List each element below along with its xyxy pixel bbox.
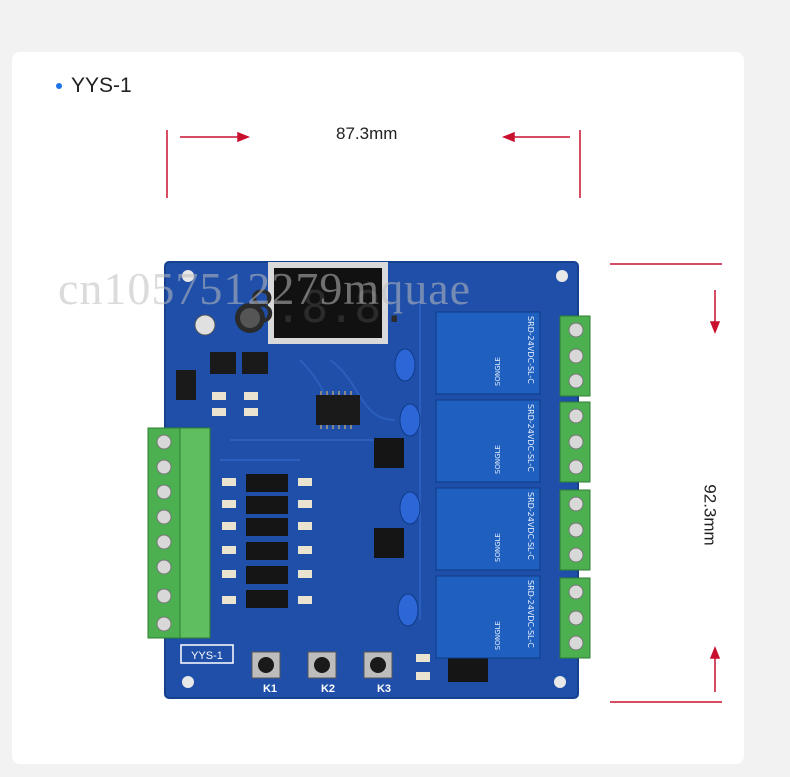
varistor-icon (397, 593, 419, 627)
relay-3 (435, 487, 541, 571)
relay-4-brand: SONGLE (494, 621, 502, 650)
button-k2-label: K2 (321, 683, 335, 695)
microcontroller-icon (316, 395, 360, 425)
button-k3-label: K3 (377, 683, 391, 695)
relay-3-brand: SONGLE (494, 533, 502, 562)
varistor-icon (399, 403, 421, 437)
relay-3-model: SRD-24VDC-SL-C (526, 492, 535, 560)
product-title: YYS-1 (56, 74, 132, 98)
relay-group (435, 311, 541, 659)
silkscreen-label: YYS-1 (191, 650, 223, 662)
tactile-buttons (251, 651, 393, 679)
relay-1-model: SRD-24VDC-SL-C (526, 316, 535, 384)
optocoupler-icon (246, 496, 288, 514)
bullet-dot-icon (56, 83, 62, 89)
chip-icon (210, 352, 236, 374)
seven-segment-display (274, 268, 382, 338)
watermark-text: cn1057512279mquae (58, 263, 472, 314)
mounting-hole-icon (182, 676, 194, 688)
width-right-arrow-head-icon (501, 131, 515, 143)
optocoupler-icon (246, 542, 288, 560)
optocoupler-icon (374, 528, 404, 558)
height-bottom-arrow-head-icon (709, 645, 721, 659)
relay-2-brand: SONGLE (494, 445, 502, 474)
button-k1-label: K1 (263, 683, 277, 695)
relay-2-model: SRD-24VDC-SL-C (526, 404, 535, 472)
capacitor-icon (194, 314, 216, 336)
relay-4-model: SRD-24VDC-SL-C (526, 580, 535, 648)
optocoupler-icon (374, 438, 404, 468)
optocoupler-icon (246, 518, 288, 536)
optocoupler-icon (246, 566, 288, 584)
product-title-text: YYS-1 (71, 74, 132, 97)
optocoupler-icon (246, 474, 288, 492)
display-digits: 8.8.8. (249, 282, 408, 333)
mounting-hole-icon (556, 270, 568, 282)
optocoupler-icon (246, 590, 288, 608)
mounting-hole-icon (554, 676, 566, 688)
mounting-hole-icon (182, 270, 194, 282)
silkscreen-label-box (180, 644, 234, 664)
width-left-arrow-head-icon (237, 131, 251, 143)
varistor-icon (394, 348, 416, 382)
optocoupler-icon (448, 656, 488, 682)
height-top-arrow-head-icon (709, 321, 721, 335)
relay-2 (435, 399, 541, 483)
varistor-icon (399, 491, 421, 525)
relay-1 (435, 311, 541, 395)
chip-icon (242, 352, 268, 374)
regulator-icon (176, 370, 196, 400)
relay-4 (435, 575, 541, 659)
width-dimension-label: 87.3mm (336, 124, 398, 143)
relay-1-brand: SONGLE (494, 357, 502, 386)
